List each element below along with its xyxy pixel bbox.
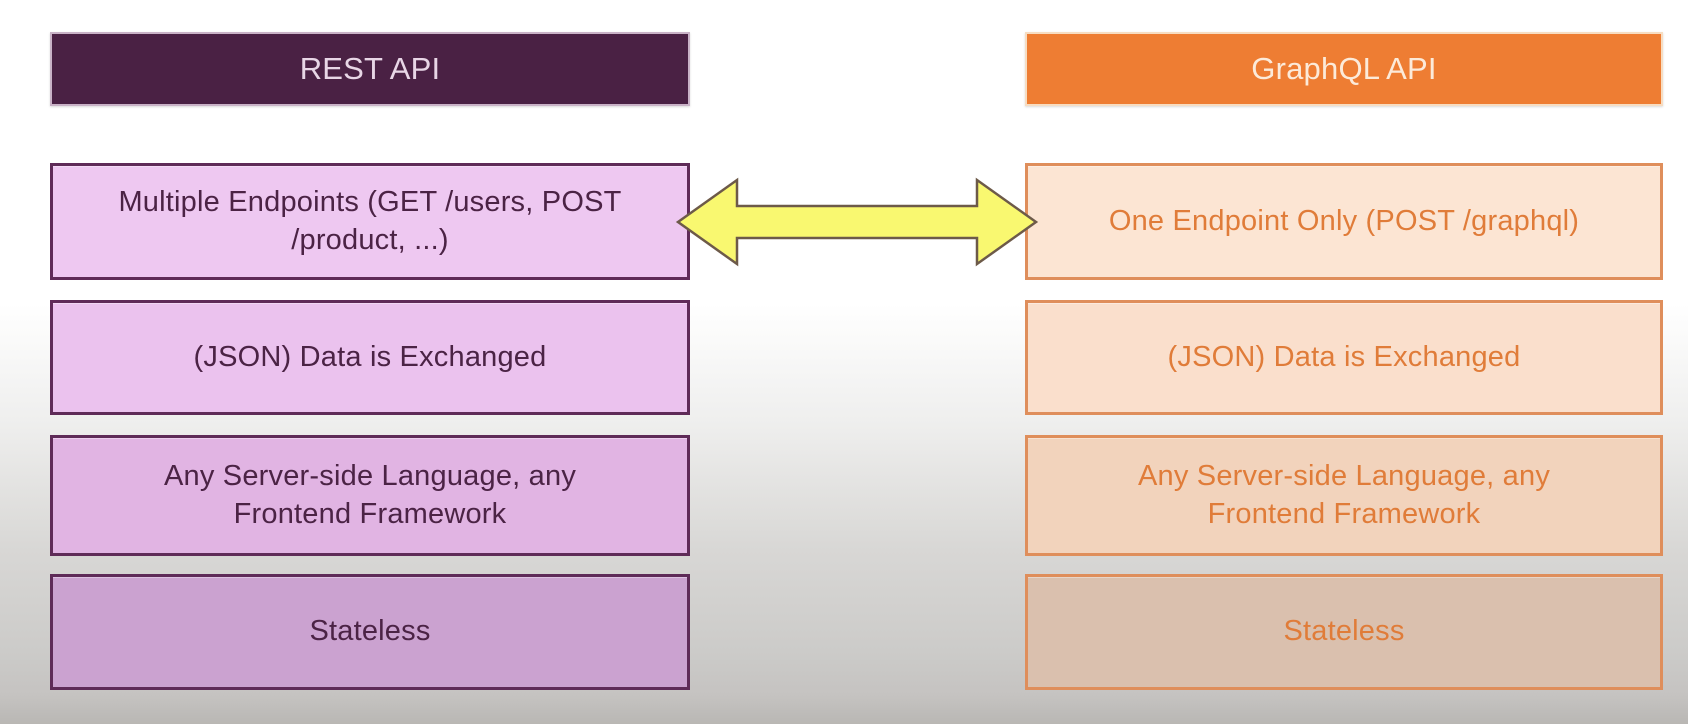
feature-line: Any Server-side Language, any [1137, 460, 1551, 493]
rest-feature-box-data-format: (JSON) Data is Exchanged [50, 300, 690, 415]
rest-feature-box-language: Any Server-side Language, any Frontend F… [50, 435, 690, 556]
bidirectional-arrow-shape [675, 177, 1039, 267]
feature-line: Frontend Framework [233, 497, 507, 530]
feature-line: Any Server-side Language, any [163, 460, 577, 493]
graphql-feature-box-language: Any Server-side Language, any Frontend F… [1025, 435, 1663, 556]
feature-line: Stateless [1283, 615, 1405, 648]
feature-line: /product, ...) [291, 223, 449, 256]
graphql-feature-box-data-format: (JSON) Data is Exchanged [1025, 300, 1663, 415]
graphql-api-header-label: GraphQL API [1251, 51, 1437, 86]
graphql-feature-box-endpoints: One Endpoint Only (POST /graphql) [1025, 163, 1663, 280]
feature-line: (JSON) Data is Exchanged [193, 340, 547, 373]
rest-feature-box-endpoints: Multiple Endpoints (GET /users, POST /pr… [50, 163, 690, 280]
graphql-api-header: GraphQL API [1025, 32, 1663, 106]
feature-line: Stateless [309, 615, 431, 648]
rest-api-header-label: REST API [299, 51, 441, 86]
feature-line: Frontend Framework [1207, 497, 1481, 530]
bidirectional-arrow-icon [675, 176, 1039, 268]
graphql-feature-box-stateless: Stateless [1025, 574, 1663, 690]
rest-api-header: REST API [50, 32, 690, 106]
feature-line: (JSON) Data is Exchanged [1167, 340, 1521, 373]
feature-line: Multiple Endpoints (GET /users, POST [118, 186, 622, 219]
feature-line: One Endpoint Only (POST /graphql) [1108, 204, 1580, 237]
rest-feature-box-stateless: Stateless [50, 574, 690, 690]
